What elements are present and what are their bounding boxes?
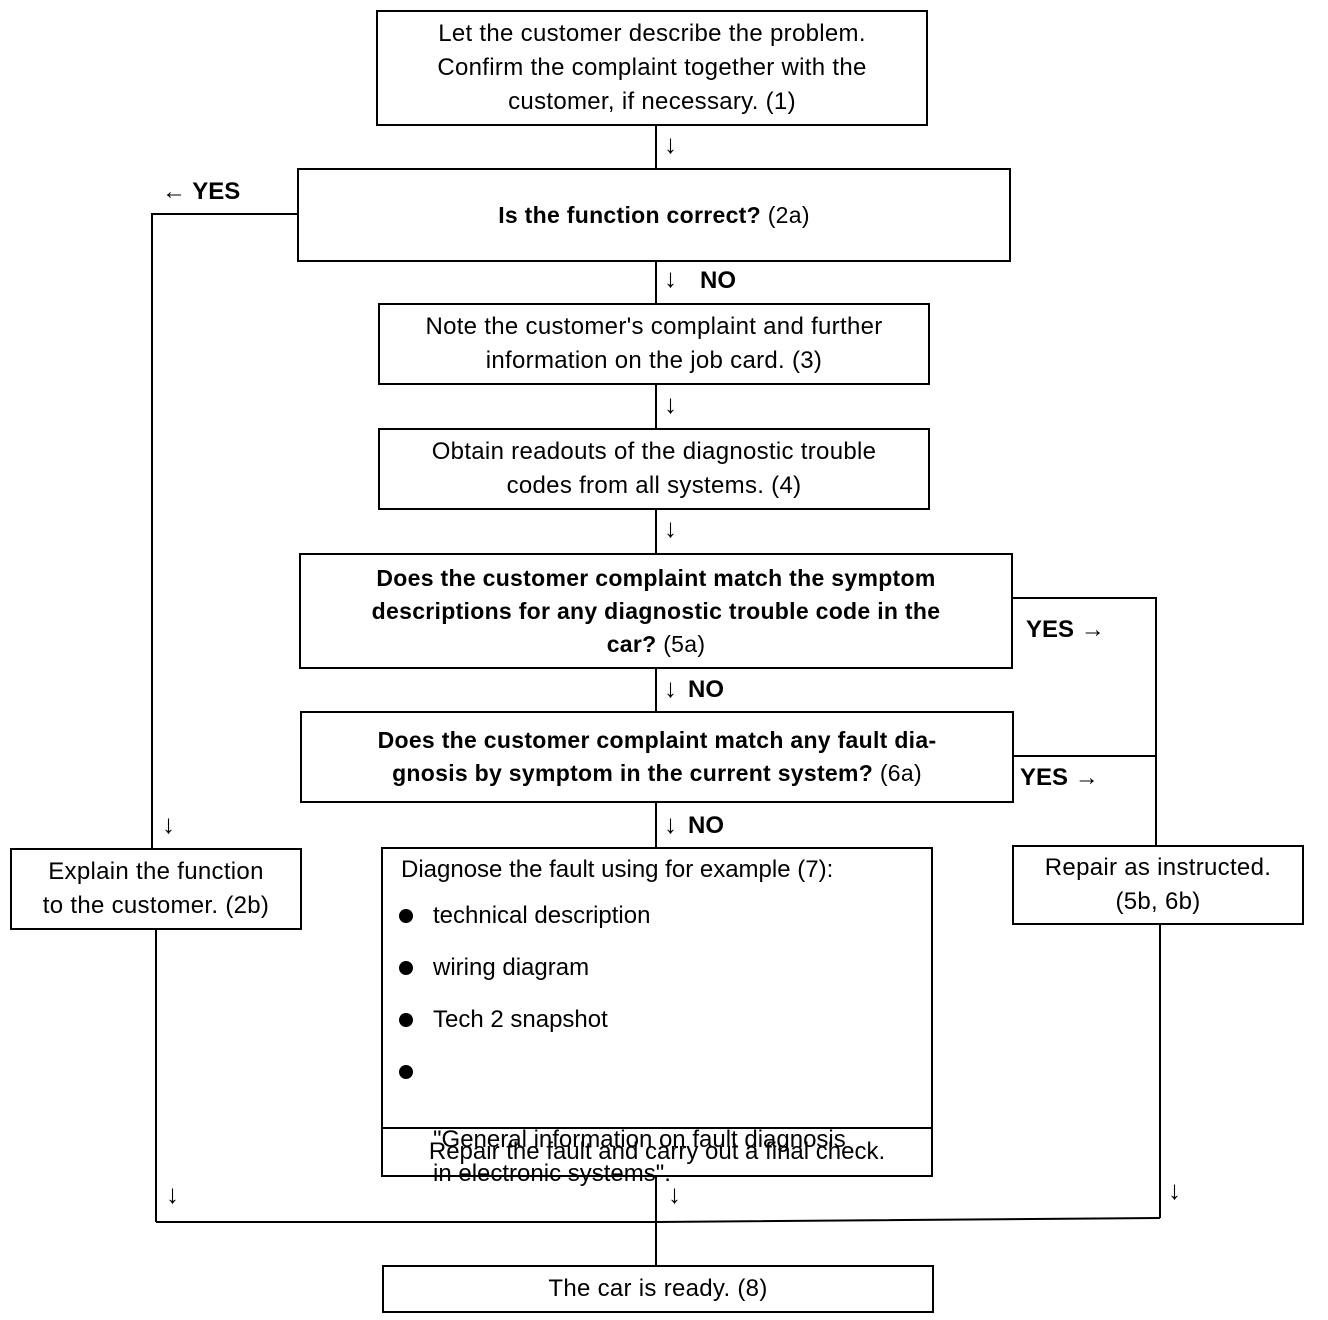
connector-2a-yes <box>151 213 298 848</box>
yes-label-5a: YES → <box>1026 616 1105 643</box>
bullet-text: wiring diagram <box>433 954 590 981</box>
step-5a-decision-box: Does the customer complaint match the sy… <box>299 553 1013 669</box>
bullet-text: "General information on fault diagnosis … <box>433 1126 846 1187</box>
arrow-down-5: ↓ <box>664 673 677 703</box>
arrow-down-1: ↓ <box>664 129 677 159</box>
arrow-down-yes-2a: ↓ <box>162 809 175 839</box>
step-6a-question: Does the customer complaint match any fa… <box>377 727 937 786</box>
bullet-item: wiring diagram <box>397 951 927 985</box>
bullet-dot-icon <box>399 1013 413 1027</box>
step-8-box: The car is ready. (8) <box>382 1265 934 1313</box>
step-3-text: Note the customer's complaint and furthe… <box>425 313 883 374</box>
no-label-6a: NO <box>688 812 724 839</box>
step-6a-decision-box: Does the customer complaint match any fa… <box>300 711 1014 803</box>
arrow-down-3: ↓ <box>664 389 677 419</box>
arrow-down-2: ↓ <box>664 263 677 293</box>
step-6a-number: (6a) <box>873 760 922 786</box>
step-5a-question: Does the customer complaint match the sy… <box>371 564 941 657</box>
no-label-5a: NO <box>688 676 724 703</box>
connector-5a-yes <box>1012 597 1157 846</box>
arrow-down-right-merge: ↓ <box>1168 1175 1181 1205</box>
bullet-dot-icon <box>399 1065 413 1079</box>
step-2b-box: Explain the function to the customer. (2… <box>10 848 302 930</box>
bullet-dot-icon <box>399 961 413 975</box>
arrow-down-4: ↓ <box>664 513 677 543</box>
step-5b-6b-text: Repair as instructed. (5b, 6b) <box>1044 854 1272 915</box>
step-5b-6b-box: Repair as instructed. (5b, 6b) <box>1012 845 1304 925</box>
step-5a-number: (5a) <box>656 630 706 657</box>
step-2a-decision-box: Is the function correct? (2a) <box>297 168 1011 262</box>
bullet-text: technical description <box>433 902 651 929</box>
step-3-box: Note the customer's complaint and furthe… <box>378 303 930 385</box>
bullet-item: technical description <box>397 899 927 933</box>
step-2b-text: Explain the function to the customer. (2… <box>42 858 270 919</box>
no-label-2a: NO <box>700 267 736 294</box>
yes-label-2a: ← YES <box>162 178 241 205</box>
connector-merge <box>156 1217 1161 1223</box>
step-7-box: Diagnose the fault using for example (7)… <box>381 847 933 1187</box>
step-1-text: Let the customer describe the problem. C… <box>437 20 867 115</box>
step-4-box: Obtain readouts of the diagnostic troubl… <box>378 428 930 510</box>
step-4-text: Obtain readouts of the diagnostic troubl… <box>431 438 877 499</box>
step-2a-number: (2a) <box>761 201 810 228</box>
arrow-down-6: ↓ <box>664 809 677 839</box>
step-8-text: The car is ready. (8) <box>548 1275 768 1302</box>
step-7-footer: Repair the fault and carry out a final c… <box>383 1127 931 1175</box>
bullet-dot-icon <box>399 909 413 923</box>
step-2a-question: Is the function correct? <box>498 201 761 228</box>
step-7-bullet-list: technical description wiring diagram Tec… <box>397 899 927 1209</box>
bullet-item: Tech 2 snapshot <box>397 1003 927 1037</box>
bullet-text: Tech 2 snapshot <box>433 1006 608 1033</box>
yes-label-6a: YES → <box>1020 764 1099 791</box>
arrow-down-left-merge: ↓ <box>166 1179 179 1209</box>
step-7-heading: Diagnose the fault using for example (7)… <box>401 856 834 883</box>
arrow-down-center-merge: ↓ <box>668 1179 681 1209</box>
step-1-box: Let the customer describe the problem. C… <box>376 10 928 126</box>
bullet-item: "General information on fault diagnosis … <box>397 1055 927 1191</box>
